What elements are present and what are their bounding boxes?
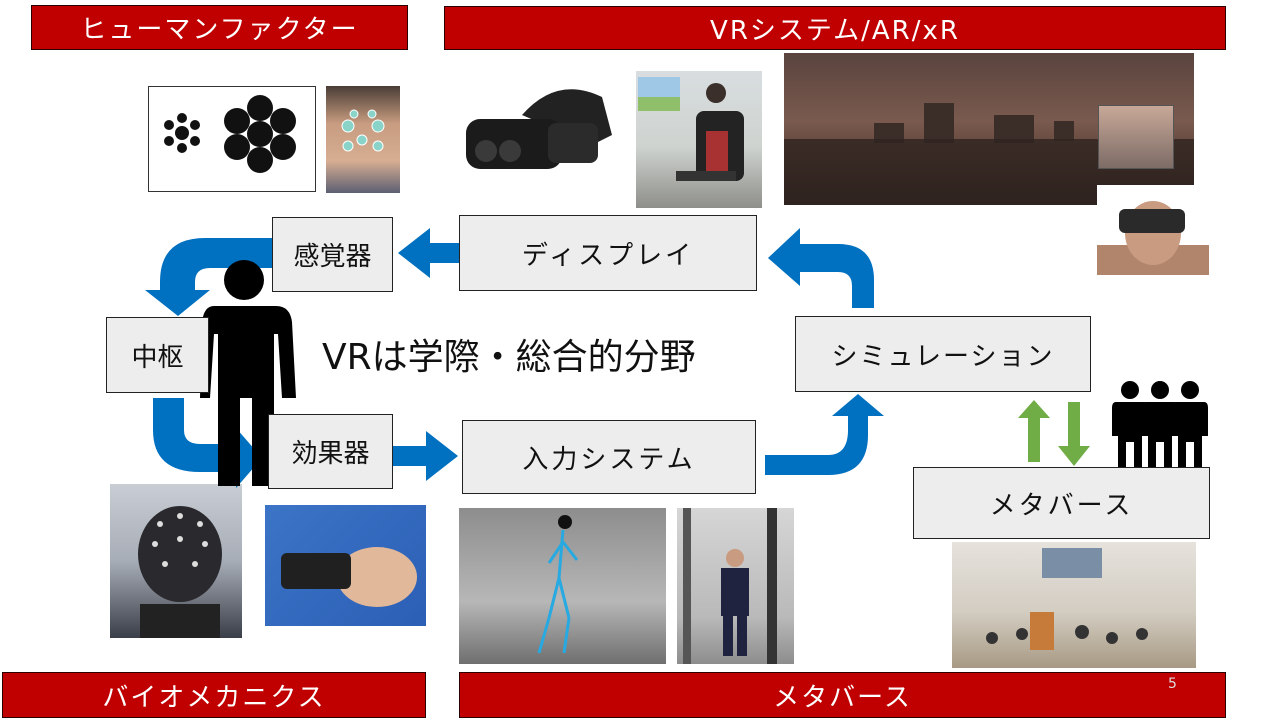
- vr-scene-wasteland-photo: [784, 53, 1194, 205]
- box-effector: 効果器: [268, 414, 393, 489]
- arrow-metaverse-up: [1018, 400, 1050, 462]
- box-display: ディスプレイ: [459, 215, 757, 291]
- people-group-icon: [1112, 381, 1208, 470]
- page-number: 5: [1168, 676, 1177, 692]
- motion-capture-skeleton-photo: [459, 508, 666, 664]
- eeg-cap-photo: [110, 484, 242, 638]
- box-sensory-organ: 感覚器: [272, 217, 393, 292]
- banner-human-factors-label: ヒューマンファクター: [80, 15, 359, 45]
- box-metaverse: メタバース: [913, 467, 1210, 539]
- arrow-sensory-to-central: [145, 238, 272, 316]
- box-simulation-label: シミュレーション: [831, 341, 1055, 372]
- vr-user-chair-photo: [636, 71, 762, 208]
- banner-metaverse-label: メタバース: [773, 682, 912, 713]
- hmd-user-inset-photo: [1098, 105, 1174, 169]
- hmd-user-photo: [1097, 185, 1209, 275]
- box-sensory-organ-label: 感覚器: [293, 242, 372, 272]
- metaverse-scene-photo: [952, 542, 1196, 668]
- box-input-system-label: 入力システム: [522, 444, 696, 475]
- box-display-label: ディスプレイ: [521, 240, 695, 271]
- box-input-system: 入力システム: [462, 420, 756, 494]
- box-central-nervous: 中枢: [106, 317, 209, 393]
- arrow-metaverse-down: [1058, 402, 1090, 466]
- face-emg-photo: [326, 86, 400, 193]
- box-effector-label: 効果器: [291, 439, 370, 469]
- banner-human-factors: ヒューマンファクター: [31, 5, 408, 50]
- arrow-input-to-simulation: [765, 394, 884, 475]
- box-central-nervous-label: 中枢: [131, 342, 184, 373]
- banner-vr-system-label: VRシステム/AR/xR: [710, 15, 960, 46]
- center-title: VRは学際・総合的分野: [322, 337, 696, 378]
- wearable-sensor-photo: [265, 505, 426, 626]
- arrow-simulation-to-display: [768, 228, 874, 308]
- box-metaverse-label: メタバース: [989, 490, 1134, 521]
- box-simulation: シミュレーション: [795, 316, 1091, 392]
- dot-illusion-figure: [148, 86, 316, 192]
- banner-metaverse: メタバース: [459, 672, 1226, 718]
- arrow-display-to-sensory: [398, 228, 459, 278]
- mocap-lab-person-photo: [677, 508, 794, 664]
- banner-vr-system: VRシステム/AR/xR: [444, 6, 1226, 50]
- vr-headset-photo: [462, 75, 624, 185]
- banner-biomechanics: バイオメカニクス: [2, 672, 426, 718]
- banner-biomechanics-label: バイオメカニクス: [102, 682, 326, 713]
- arrow-effector-to-input: [393, 431, 458, 481]
